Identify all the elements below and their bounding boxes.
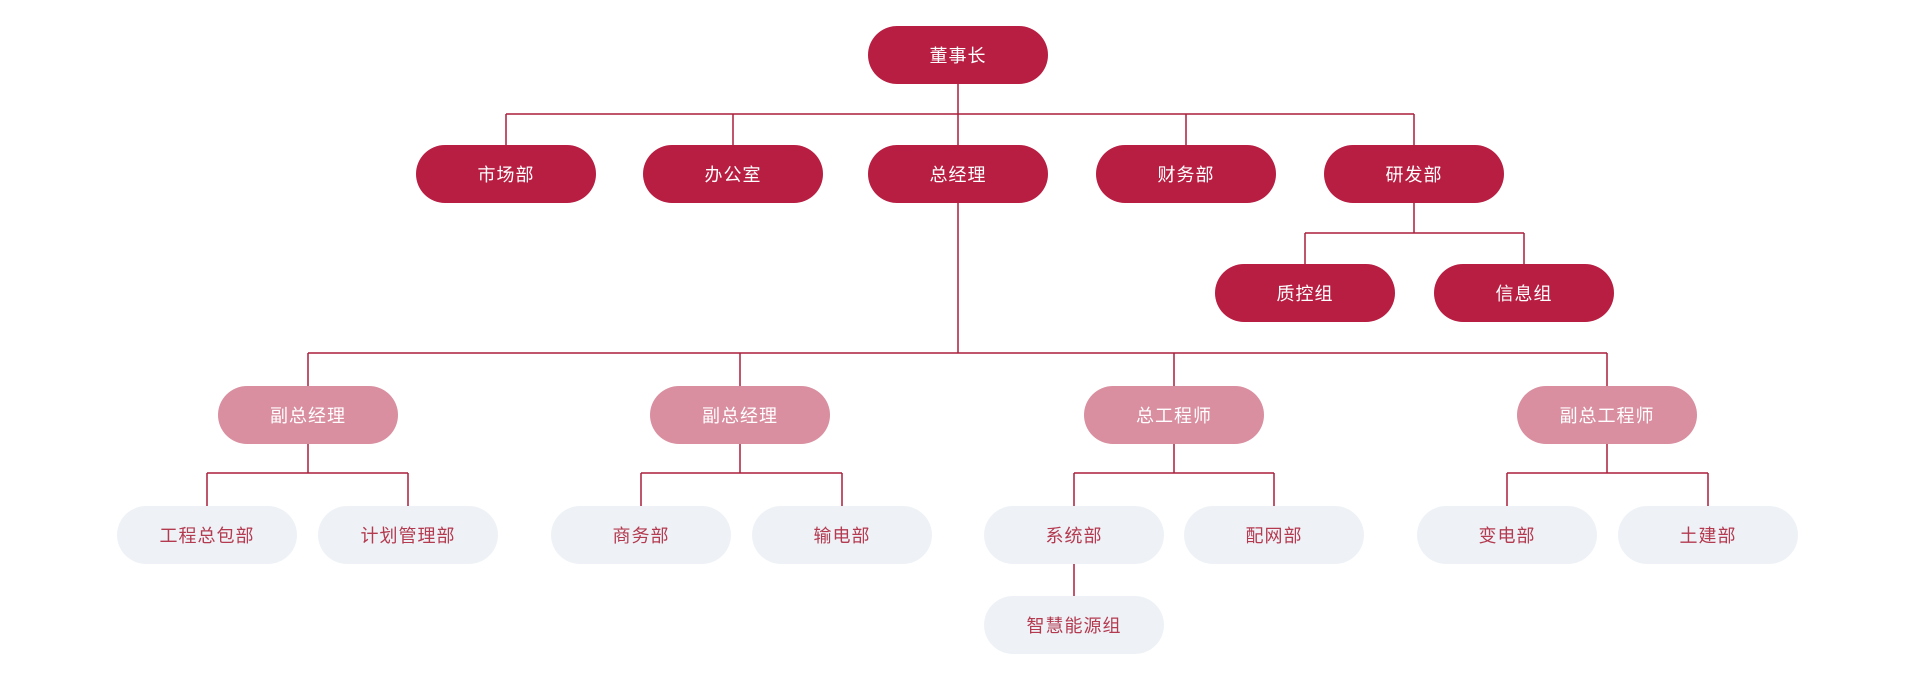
org-node-civil-dept[interactable]: 土建部 [1618,506,1798,564]
org-node-label: 计划管理部 [360,526,456,546]
org-node-label: 工程总包部 [159,526,255,546]
org-node-label: 董事长 [929,46,987,66]
org-node-label: 市场部 [477,165,535,185]
connector-chief-engineer-children [1073,444,1275,506]
org-node-marketing-dept[interactable]: 市场部 [416,145,596,203]
org-node-distribution-dept[interactable]: 配网部 [1184,506,1364,564]
org-node-label: 变电部 [1478,526,1536,546]
org-node-general-manager[interactable]: 总经理 [868,145,1048,203]
org-node-label: 副总经理 [270,406,346,426]
org-node-deputy-gm-1[interactable]: 副总经理 [218,386,398,444]
org-node-label: 系统部 [1045,526,1103,546]
org-node-label: 副总工程师 [1559,406,1655,426]
org-node-label: 信息组 [1495,284,1553,304]
org-node-smart-energy-group[interactable]: 智慧能源组 [984,596,1164,654]
org-node-office[interactable]: 办公室 [643,145,823,203]
org-node-finance-dept[interactable]: 财务部 [1096,145,1276,203]
org-node-substation-dept[interactable]: 变电部 [1417,506,1597,564]
connector-chairman-to-level2 [505,84,1415,145]
org-node-label: 土建部 [1679,526,1737,546]
org-node-chairman[interactable]: 董事长 [868,26,1048,84]
org-node-deputy-gm-2[interactable]: 副总经理 [650,386,830,444]
org-node-deputy-chief-engineer[interactable]: 副总工程师 [1517,386,1697,444]
connector-rnd-to-groups [1304,203,1525,264]
org-node-label: 办公室 [704,165,762,185]
org-node-information-group[interactable]: 信息组 [1434,264,1614,322]
org-node-label: 质控组 [1276,284,1334,304]
org-node-planning-dept[interactable]: 计划管理部 [318,506,498,564]
org-node-label: 智慧能源组 [1026,616,1122,636]
org-node-system-dept[interactable]: 系统部 [984,506,1164,564]
connector-deputy-gm1-children [206,444,409,506]
org-node-label: 总经理 [929,165,987,185]
org-node-label: 副总经理 [702,406,778,426]
org-node-rnd-dept[interactable]: 研发部 [1324,145,1504,203]
connector-deputy-chief-children [1506,444,1709,506]
connector-gm-to-level3 [307,203,1608,386]
org-node-quality-control-group[interactable]: 质控组 [1215,264,1395,322]
org-node-label: 总工程师 [1136,406,1212,426]
org-node-label: 配网部 [1245,526,1303,546]
connector-deputy-gm2-children [640,444,843,506]
org-node-chief-engineer[interactable]: 总工程师 [1084,386,1264,444]
org-node-label: 输电部 [813,526,871,546]
org-node-label: 财务部 [1157,165,1215,185]
org-node-label: 商务部 [612,526,670,546]
org-node-transmission-dept[interactable]: 输电部 [752,506,932,564]
org-node-epc-dept[interactable]: 工程总包部 [117,506,297,564]
org-node-label: 研发部 [1385,165,1443,185]
org-node-commerce-dept[interactable]: 商务部 [551,506,731,564]
